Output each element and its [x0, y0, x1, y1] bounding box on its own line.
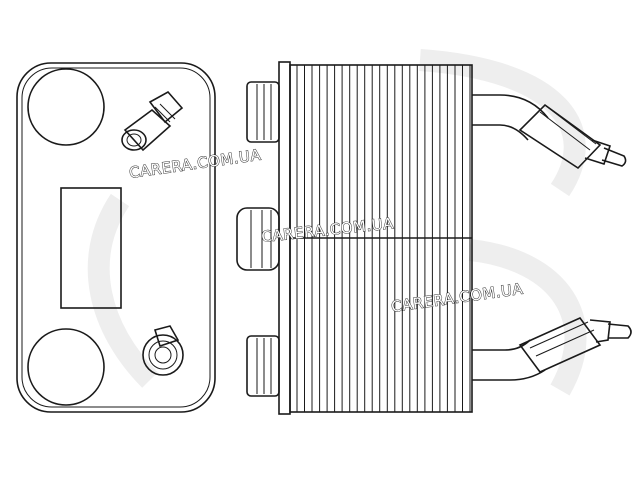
watermark-group: CARERA.COM.UA CARERA.COM.UA CARERA.COM.U…: [128, 145, 525, 316]
center-port: [236, 207, 280, 271]
top-mounting-hole: [27, 68, 105, 146]
bottom-mounting-hole: [27, 328, 105, 406]
upper-outlet-pipe: [472, 94, 627, 170]
bottom-fitting: [142, 325, 184, 376]
background-logo: [87, 49, 587, 396]
lower-port: [246, 335, 280, 397]
lower-outlet-pipe: [472, 317, 632, 381]
cooler-front-view: [16, 62, 216, 413]
top-fitting: [121, 90, 184, 152]
front-outer-body: [16, 62, 216, 413]
watermark-text: CARERA.COM.UA: [128, 146, 262, 182]
watermark-text: CARERA.COM.UA: [261, 214, 395, 246]
front-inner-body: [21, 67, 211, 408]
cooler-side-view: [236, 61, 632, 415]
upper-port: [246, 81, 280, 143]
front-label-plate: [60, 187, 122, 309]
